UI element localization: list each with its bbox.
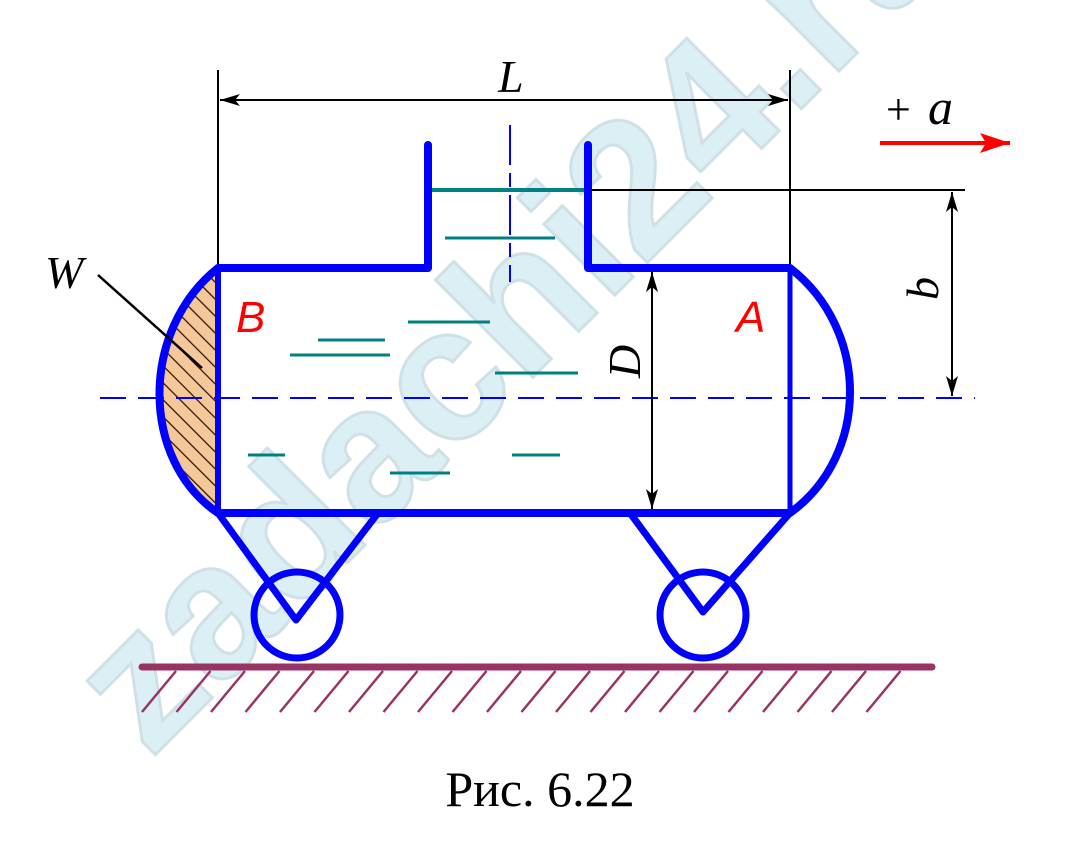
hatch-mark <box>865 670 902 713</box>
label-plus: + <box>886 85 911 134</box>
label-point-B: B <box>236 293 265 342</box>
hatch-mark <box>693 670 729 713</box>
hatch-mark <box>589 670 626 713</box>
hatch-mark <box>279 670 315 713</box>
hatch-mark <box>141 670 177 713</box>
hatch-mark <box>520 670 557 713</box>
hatch-mark <box>658 670 695 713</box>
leader-line-W <box>97 274 203 369</box>
hatch-mark <box>555 670 591 713</box>
hatch-mark <box>417 670 453 713</box>
label-point-A: A <box>733 293 765 342</box>
hatch-mark <box>210 670 246 713</box>
hatch-mark <box>727 670 764 713</box>
wheel-assembly-left <box>215 510 381 662</box>
figure-caption: Рис. 6.22 <box>445 761 634 817</box>
hatch-mark <box>624 670 660 713</box>
hatch-mark <box>796 670 833 713</box>
hatch-mark <box>175 670 212 713</box>
wheel-assembly-right <box>627 510 793 662</box>
liquid-marks <box>248 236 578 475</box>
label-D: D <box>599 345 650 379</box>
ground-hatching <box>141 670 902 713</box>
hatch-mark <box>451 670 488 713</box>
hatch-mark <box>831 670 867 713</box>
label-L: L <box>497 51 524 102</box>
tank <box>155 141 854 517</box>
hatch-mark <box>244 670 281 713</box>
label-b: b <box>897 277 948 300</box>
hatch-mark <box>348 670 384 713</box>
hatch-mark <box>762 670 798 713</box>
hatch-mark <box>382 670 419 713</box>
hatch-mark <box>313 670 350 713</box>
hatch-mark <box>486 670 522 713</box>
label-a: a <box>928 79 953 135</box>
label-W: W <box>45 247 87 298</box>
